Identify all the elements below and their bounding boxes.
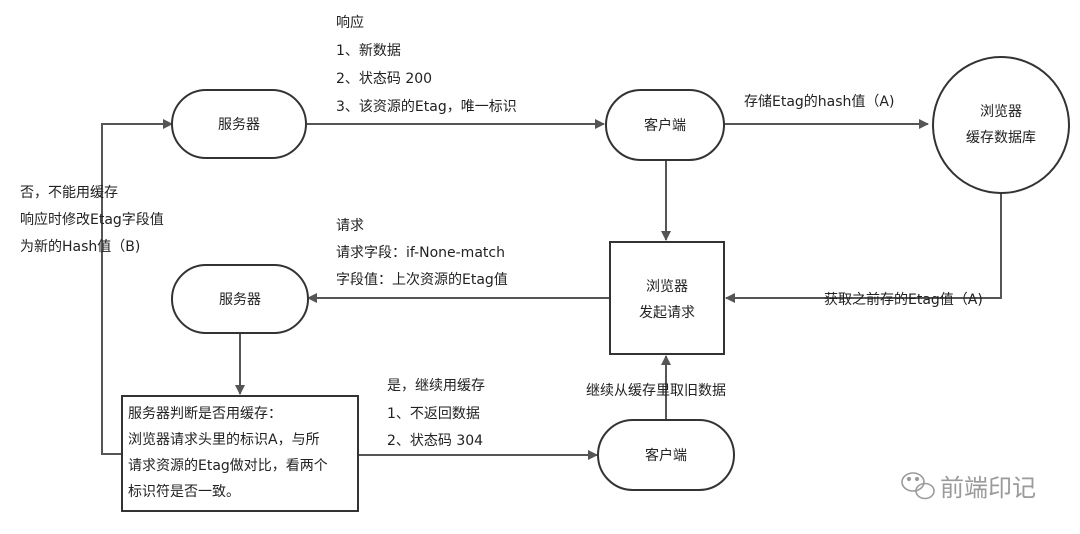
server-judge-line2: 浏览器请求头里的标识A，与所 <box>128 432 320 448</box>
server-judge-node <box>121 395 359 512</box>
browser-request-label-line1: 浏览器 <box>646 279 688 295</box>
yes-cache-label-line3: 2、状态码 304 <box>387 433 483 449</box>
request-label-line3: 字段值：上次资源的Etag值 <box>336 272 508 288</box>
continue-cache-label: 继续从缓存里取旧数据 <box>586 382 726 399</box>
server-judge-line1: 服务器判断是否用缓存： <box>128 406 282 422</box>
yes-cache-label-line2: 1、不返回数据 <box>387 406 480 422</box>
store-etag-label: 存储Etag的hash值（A) <box>744 94 894 110</box>
browser-request-label-line2: 发起请求 <box>639 305 695 321</box>
server-node-mid <box>171 264 309 334</box>
response-label-line2: 1、新数据 <box>336 43 401 59</box>
get-prev-etag-label: 获取之前存的Etag值（A) <box>824 291 983 308</box>
server-judge-line4: 标识符是否一致。 <box>128 484 240 500</box>
client-node-top <box>605 89 725 161</box>
browser-cache-db-node <box>932 56 1070 194</box>
browser-request-node <box>609 241 725 355</box>
watermark-text: 前端印记 <box>940 474 1036 502</box>
no-cache-label-line3: 为新的Hash值（B) <box>20 239 140 255</box>
wechat-icon <box>901 472 935 500</box>
server-node-top <box>171 89 307 159</box>
edge-judge-to-server-no <box>101 119 173 455</box>
response-label-line3: 2、状态码 200 <box>336 71 432 87</box>
request-label-line2: 请求字段：if-None-match <box>336 245 505 261</box>
request-label-line1: 请求 <box>336 218 364 234</box>
cache-db-label-line1: 浏览器 <box>980 104 1022 120</box>
yes-cache-label-line1: 是，继续用缓存 <box>387 377 485 394</box>
server-top-label: 服务器 <box>218 117 260 133</box>
edge-cache-db-to-browser-request <box>725 190 1002 303</box>
no-cache-label-line2: 响应时修改Etag字段值 <box>20 211 164 228</box>
server-mid-label: 服务器 <box>219 292 261 308</box>
response-label-line1: 响应 <box>336 14 364 31</box>
server-judge-line3: 请求资源的Etag做对比，看两个 <box>128 458 328 474</box>
client-top-label: 客户端 <box>644 117 686 134</box>
cache-db-label-line2: 缓存数据库 <box>966 130 1036 146</box>
no-cache-label-line1: 否，不能用缓存 <box>20 185 118 201</box>
client-bottom-label: 客户端 <box>645 447 687 464</box>
response-label-line4: 3、该资源的Etag，唯一标识 <box>336 99 517 115</box>
client-node-bottom <box>597 419 735 491</box>
